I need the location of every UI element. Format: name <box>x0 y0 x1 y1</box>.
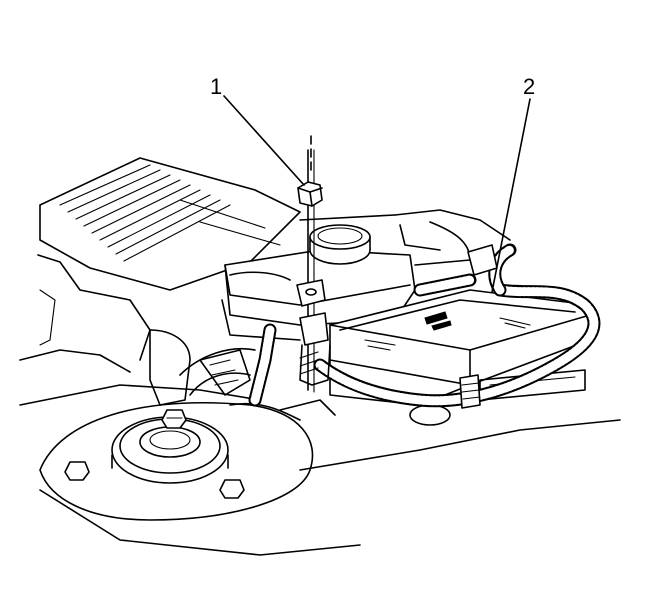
left-components <box>19 329 301 421</box>
strut-bolt <box>219 479 245 499</box>
callout-number: 2 <box>523 74 535 99</box>
ground-nut <box>297 181 323 207</box>
fuse-block-markings <box>364 311 531 351</box>
ground-bracket <box>279 279 336 416</box>
engine-cover <box>19 157 301 373</box>
ground-stud-assembly <box>279 135 336 416</box>
strut-tower <box>39 402 621 556</box>
harness-connector <box>459 374 481 409</box>
strut-bolt <box>161 409 187 429</box>
callout-2: 2 <box>491 74 535 293</box>
reservoir-cap <box>309 224 371 265</box>
strut-bolt <box>64 461 90 481</box>
callout-number: 1 <box>210 74 222 99</box>
callout-1: 1 <box>210 74 305 186</box>
wiring-harness <box>248 243 601 409</box>
